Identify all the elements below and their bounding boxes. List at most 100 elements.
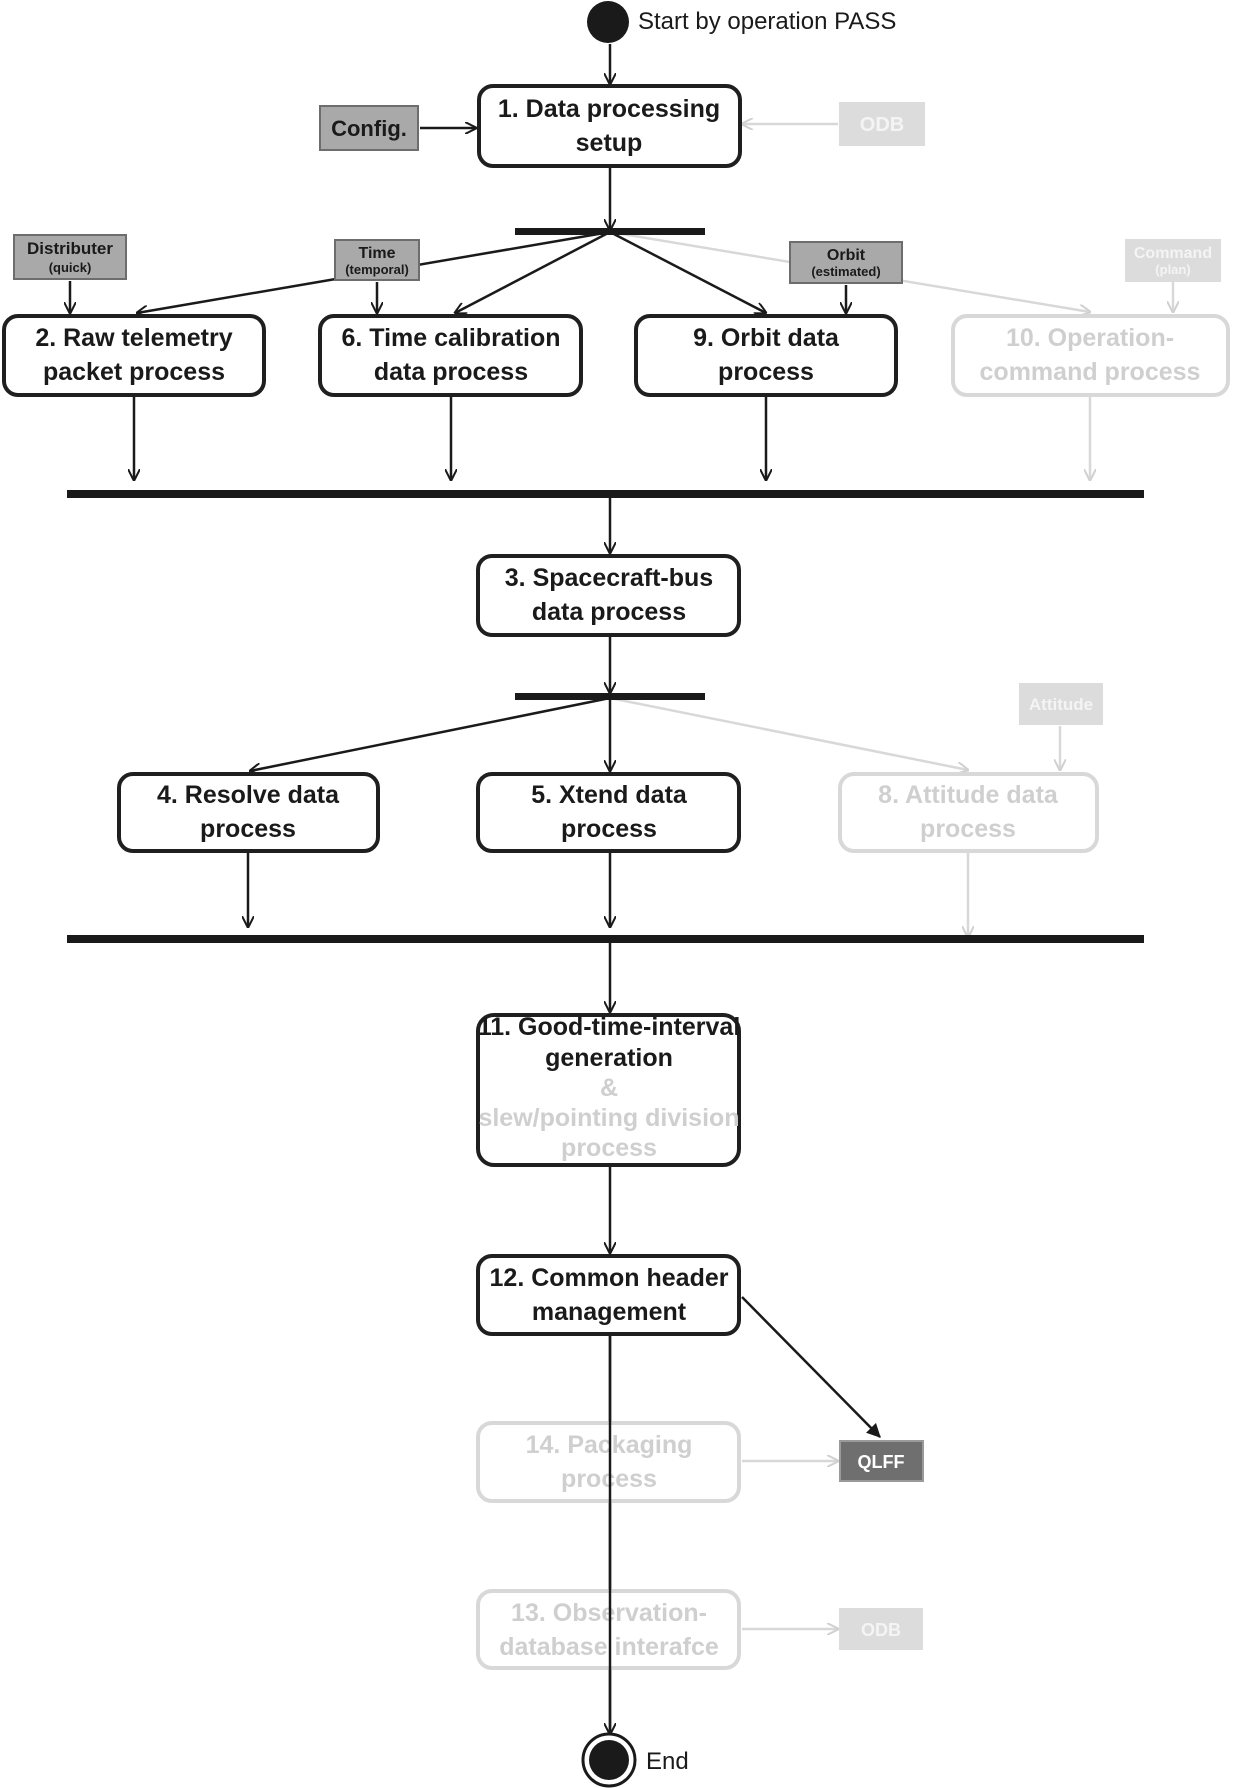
process-1-box — [477, 84, 742, 168]
process-13-observation-database: 13. Observation- database interafce — [476, 1589, 741, 1670]
tag-attitude-box — [1019, 683, 1103, 725]
tag-config-box — [319, 105, 419, 151]
tag-orbit-line2: (estimated) — [811, 264, 880, 279]
join-bar-2 — [67, 935, 1144, 943]
process-4-line2: process — [200, 815, 296, 843]
process-11-line2: generation — [545, 1044, 673, 1072]
start-node: Start by operation PASS — [587, 1, 896, 43]
tag-odb-bottom: ODB — [839, 1608, 923, 1650]
tag-time-line1: Time — [358, 245, 395, 262]
process-13-box — [476, 1589, 741, 1670]
edge-fork2-to-p4 — [250, 696, 611, 771]
edge-fork1-to-p9 — [609, 230, 766, 313]
tag-time-line2: (temporal) — [345, 262, 409, 277]
tag-command-box — [1125, 239, 1221, 282]
process-12-line2: management — [532, 1298, 687, 1326]
process-11-line3: & — [600, 1074, 618, 1102]
edge-fork2-to-p8 — [609, 696, 968, 770]
process-11-line5: process — [561, 1134, 657, 1162]
process-11-good-time-interval: 11. Good-time-interval generation & slew… — [476, 1013, 741, 1167]
process-9-line2: process — [718, 358, 814, 386]
sync-bars — [67, 228, 1144, 943]
tag-orbit: Orbit (estimated) — [789, 241, 903, 284]
process-9-box — [634, 314, 898, 397]
tag-orbit-line1: Orbit — [827, 247, 866, 264]
process-1-line1: 1. Data processing — [498, 95, 720, 123]
process-4-line1: 4. Resolve data — [157, 781, 340, 809]
process-8-line2: process — [920, 815, 1016, 843]
tag-odb-bottom-label: ODB — [861, 1620, 901, 1640]
tag-qlff: QLFF — [839, 1440, 924, 1482]
process-5-box — [476, 772, 741, 853]
process-6-time-calibration: 6. Time calibration data process — [318, 314, 583, 397]
process-9-orbit-data: 9. Orbit data process — [634, 314, 898, 397]
tag-odb-top-label: ODB — [860, 114, 904, 136]
process-2-line2: packet process — [43, 358, 225, 386]
tag-command-line2: (plan) — [1155, 262, 1190, 277]
fork-bar-1 — [515, 228, 705, 235]
tag-distributer: Distributer (quick) — [13, 234, 127, 280]
fork-bar-2 — [515, 693, 705, 700]
process-2-box — [2, 314, 266, 397]
end-dot — [589, 1740, 629, 1780]
process-5-line2: process — [561, 815, 657, 843]
process-5-line1: 5. Xtend data — [531, 781, 688, 809]
process-3-box — [476, 554, 741, 637]
process-3-line1: 3. Spacecraft-bus — [505, 564, 713, 592]
process-6-line2: data process — [374, 358, 528, 386]
end-node: End — [581, 1732, 689, 1788]
process-4-box — [117, 772, 380, 853]
process-14-packaging: 14. Packaging process — [476, 1421, 741, 1503]
process-6-box — [318, 314, 583, 397]
process-4-resolve-data: 4. Resolve data process — [117, 772, 380, 853]
tag-command: Command (plan) — [1125, 239, 1221, 282]
faded-edges — [609, 124, 1173, 1629]
process-6-line1: 6. Time calibration — [341, 324, 560, 352]
process-1-data-processing-setup: 1. Data processing setup — [477, 84, 742, 168]
process-10-box — [951, 314, 1230, 397]
process-2-raw-telemetry: 2. Raw telemetry packet process — [2, 314, 266, 397]
edge-fork1-to-p6 — [455, 230, 611, 313]
start-dot — [587, 1, 629, 43]
process-11-line4: slew/pointing division — [478, 1104, 739, 1132]
process-1-line2: setup — [576, 129, 643, 157]
process-8-line1: 8. Attitude data — [878, 781, 1059, 809]
process-8-attitude-data: 8. Attitude data process — [838, 772, 1099, 853]
process-5-xtend-data: 5. Xtend data process — [476, 772, 741, 853]
tag-distributer-line1: Distributer — [27, 239, 113, 258]
tag-config-label: Config. — [331, 116, 407, 141]
tag-attitude: Attitude — [1019, 683, 1103, 725]
process-12-common-header: 12. Common header management — [476, 1254, 741, 1336]
process-12-line1: 12. Common header — [490, 1264, 729, 1292]
tag-attitude-label: Attitude — [1029, 695, 1093, 714]
process-14-box — [476, 1421, 741, 1503]
tag-orbit-box — [789, 241, 903, 284]
tag-odb-top-box — [839, 102, 925, 146]
start-label: Start by operation PASS — [638, 8, 896, 35]
edge-p12-to-qlff — [741, 1296, 881, 1438]
end-label: End — [646, 1748, 689, 1775]
process-10-operation-command: 10. Operation- command process — [951, 314, 1230, 397]
process-3-spacecraft-bus: 3. Spacecraft-bus data process — [476, 554, 741, 637]
tag-qlff-label: QLFF — [858, 1452, 905, 1472]
process-10-line2: command process — [980, 358, 1201, 386]
process-11-box — [476, 1013, 741, 1167]
tag-command-line1: Command — [1134, 245, 1212, 262]
process-9-line1: 9. Orbit data — [693, 324, 840, 352]
process-3-line2: data process — [532, 598, 686, 626]
process-10-line1: 10. Operation- — [1006, 324, 1174, 352]
tag-odb-top: ODB — [839, 102, 925, 146]
tag-qlff-box — [839, 1440, 924, 1482]
process-2-line1: 2. Raw telemetry — [35, 324, 232, 352]
process-11-line1: 11. Good-time-interval — [478, 1013, 741, 1041]
process-12-box — [476, 1254, 741, 1336]
tag-config: Config. — [319, 105, 419, 151]
process-8-box — [838, 772, 1099, 853]
tag-distributer-box — [13, 234, 127, 280]
active-edges — [70, 44, 881, 1734]
tag-time: Time (temporal) — [334, 239, 420, 281]
join-bar-1 — [67, 490, 1144, 498]
tag-odb-bottom-box — [839, 1608, 923, 1650]
tag-distributer-line2: (quick) — [49, 260, 92, 275]
